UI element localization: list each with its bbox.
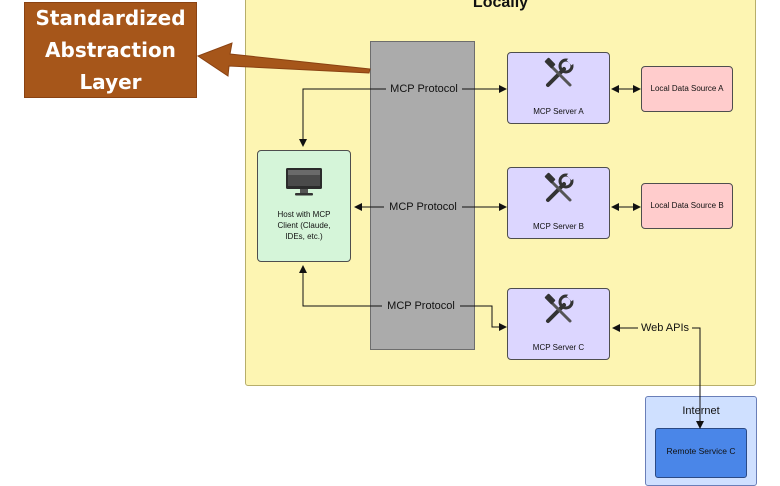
server-label: MCP Server B (533, 222, 584, 231)
host-node (257, 150, 351, 262)
web-apis-label: Web APIs (638, 321, 692, 335)
mcp-server-c: MCP Server C (507, 288, 610, 360)
connector-host-top (299, 88, 390, 147)
monitor-icon (286, 168, 322, 196)
protocol-label-top: MCP Protocol (386, 82, 462, 96)
tools-icon (544, 293, 575, 323)
server-label: MCP Server C (532, 343, 585, 352)
protocol-label-bottom: MCP Protocol (382, 299, 460, 313)
connector-host-bottom (299, 265, 384, 307)
connector-remote-service (690, 327, 704, 429)
remote-service-label: Remote Service C (666, 446, 736, 456)
internet-title: Internet (682, 405, 720, 417)
protocol-label-middle: MCP Protocol (384, 200, 462, 214)
tools-icon (544, 172, 575, 202)
local-data-source-b: Local Data Source B (641, 183, 733, 229)
host-label: Host with MCP Client (Claude, IDEs, etc.… (277, 209, 331, 241)
mcp-server-a: MCP Server A (507, 52, 610, 124)
abstraction-layer-callout (24, 2, 197, 98)
mcp-server-b: MCP Server B (507, 167, 610, 239)
local-data-source-a: Local Data Source A (641, 66, 733, 112)
server-label: MCP Server A (533, 107, 584, 116)
abstraction-arrow (196, 42, 371, 77)
tools-icon (544, 57, 575, 87)
abstraction-layer-label: Standardized Abstraction Layer (35, 6, 186, 94)
connector-server-c (460, 305, 507, 331)
locally-title: Locally (472, 0, 529, 11)
connector-lines (196, 42, 704, 429)
